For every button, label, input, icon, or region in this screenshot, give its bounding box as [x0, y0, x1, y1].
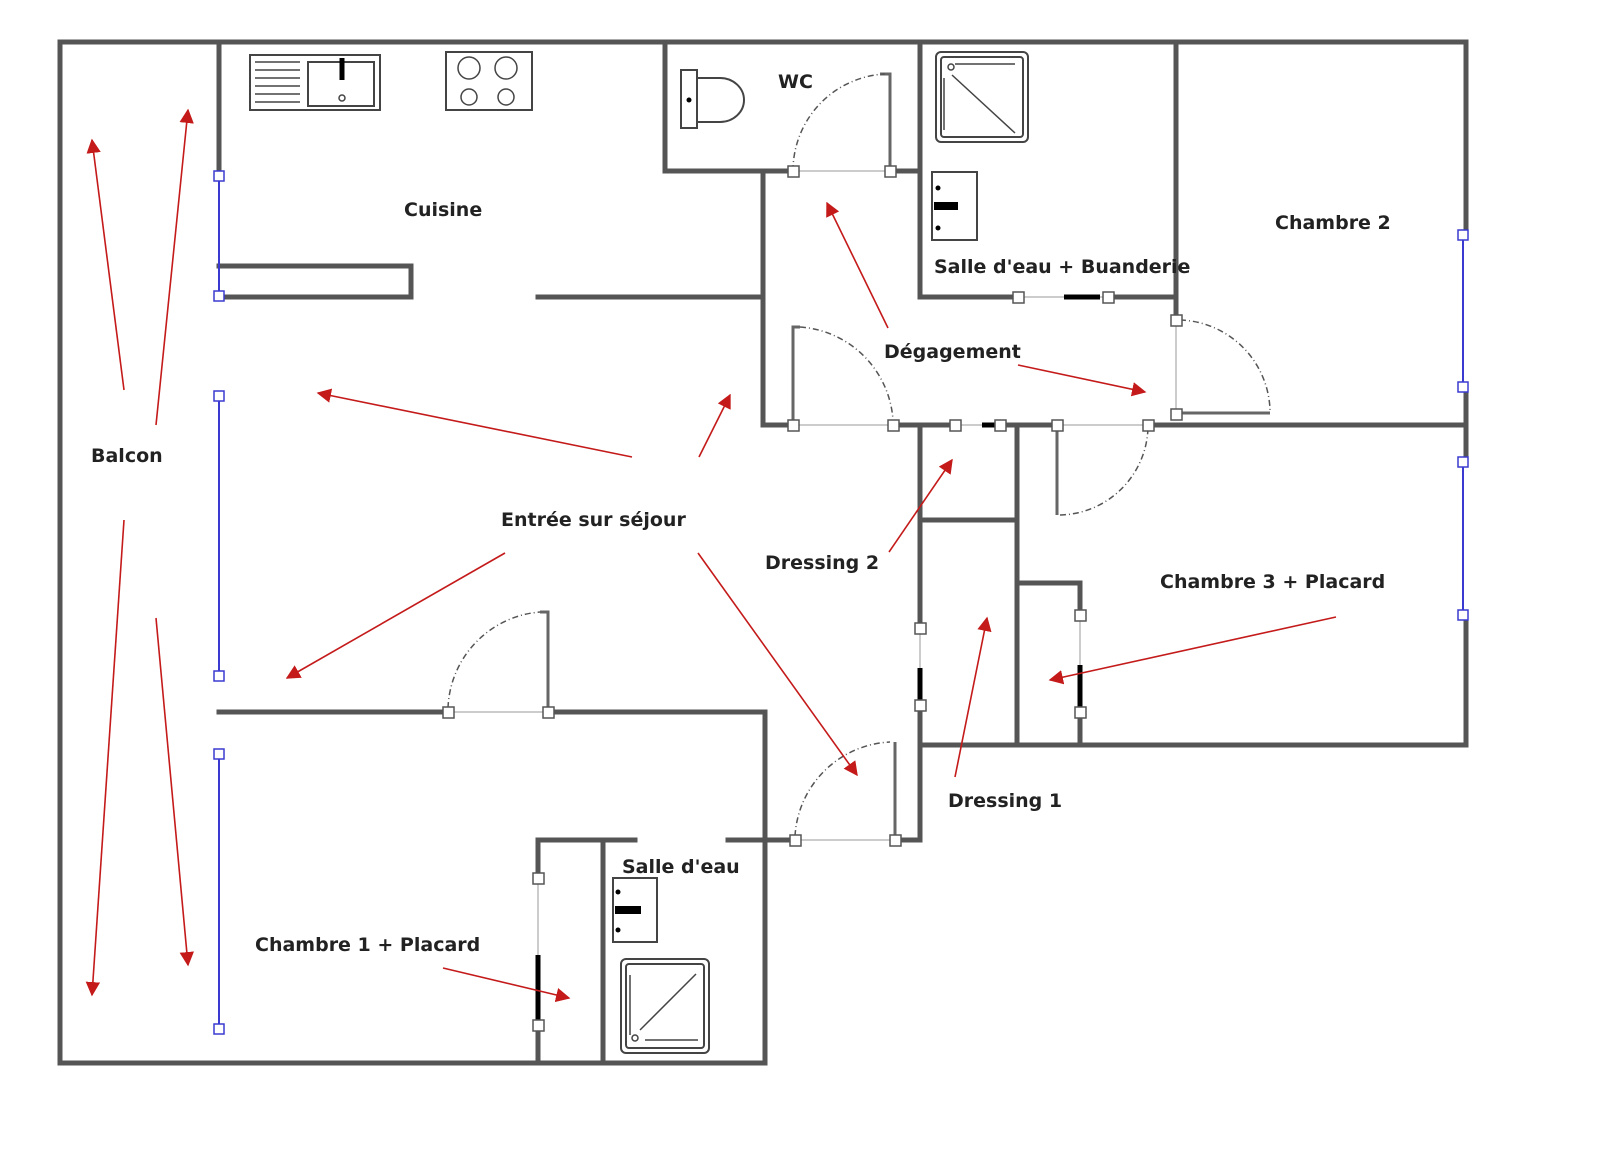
label-cuisine: Cuisine — [404, 199, 482, 221]
label-chambre-2: Chambre 2 — [1275, 212, 1391, 234]
label-entree-sejour: Entrée sur séjour — [501, 509, 686, 531]
label-salle-eau-buanderie: Salle d'eau + Buanderie — [934, 256, 1190, 278]
label-dressing-1: Dressing 1 — [948, 790, 1062, 812]
washbasin-icon — [931, 171, 978, 241]
circulation-arrows — [85, 108, 1337, 1003]
label-chambre-3: Chambre 3 + Placard — [1160, 571, 1385, 593]
room-labels: Balcon Cuisine WC Salle d'eau + Buanderi… — [91, 71, 1391, 956]
label-chambre-1: Chambre 1 + Placard — [255, 934, 480, 956]
windows — [213, 170, 1469, 1035]
label-dressing-2: Dressing 2 — [765, 552, 879, 574]
label-salle-eau: Salle d'eau — [622, 856, 740, 878]
fixtures — [249, 51, 1029, 1054]
label-wc: WC — [778, 71, 813, 93]
sink-icon — [249, 54, 381, 111]
label-balcon: Balcon — [91, 445, 163, 467]
shower-icon — [620, 958, 710, 1054]
label-degagement: Dégagement — [884, 341, 1021, 363]
doors — [442, 72, 1271, 1032]
stove-icon — [445, 51, 533, 111]
walls — [57, 39, 1469, 1066]
toilet-icon — [680, 69, 745, 129]
washbasin-icon — [612, 877, 658, 943]
shower-icon — [935, 51, 1029, 143]
